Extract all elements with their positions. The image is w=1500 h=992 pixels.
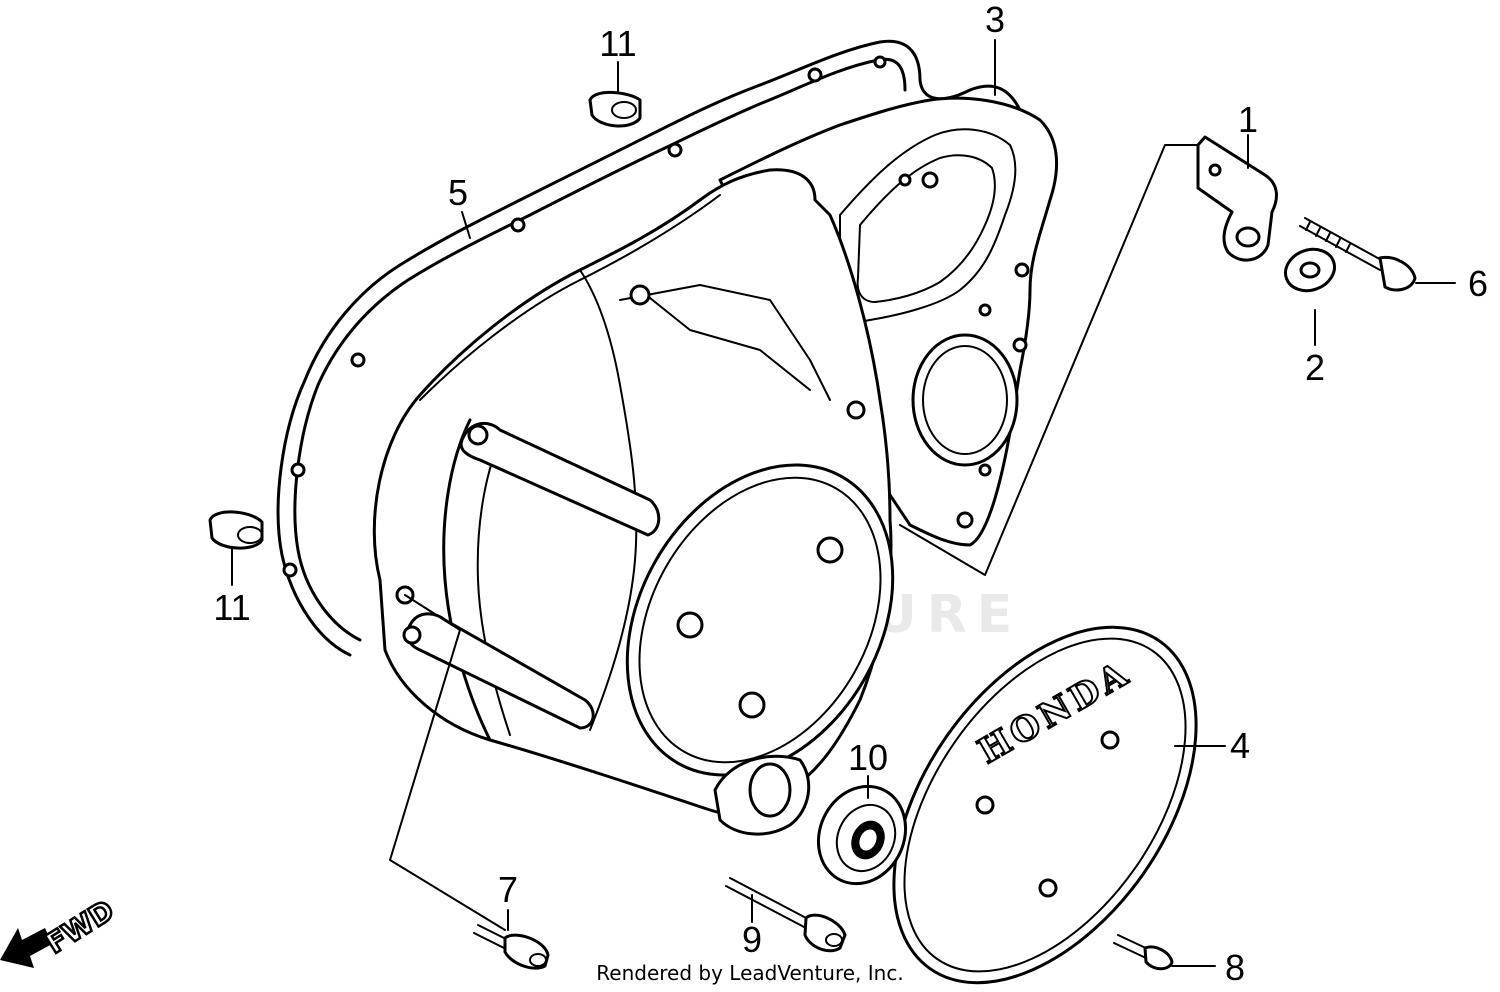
fwd-label: FWD [40, 894, 120, 961]
forward-arrow-icon [0, 928, 52, 968]
forward-direction-indicator: FWD [0, 892, 121, 968]
callout-10: 10 [848, 737, 888, 778]
callout-4: 4 [1230, 725, 1250, 766]
bolt-part-9 [725, 877, 847, 953]
callout-8: 8 [1225, 947, 1245, 988]
bracket-part-1 [1196, 135, 1278, 262]
oil-seal-part-10 [816, 784, 908, 886]
callout-6: 6 [1468, 263, 1488, 304]
callout-3: 3 [985, 0, 1005, 40]
dowel-pin-part-11-top [588, 91, 642, 128]
leader-lines [231, 39, 1456, 967]
dowel-pin-part-11-left [208, 510, 264, 550]
washer-part-2 [1284, 247, 1336, 293]
bolt-part-6 [1299, 217, 1417, 292]
bolt-part-8 [1113, 934, 1174, 971]
callout-5: 5 [448, 172, 468, 213]
crankcase-cover-body [372, 168, 895, 836]
callout-labels: 1 2 3 4 5 6 7 8 9 10 11 11 [213, 0, 1488, 988]
callout-7: 7 [498, 869, 518, 910]
callout-2: 2 [1305, 347, 1325, 388]
callout-11-top: 11 [599, 23, 636, 64]
bolt-part-7 [473, 924, 550, 970]
gasket-part-5 [276, 39, 1022, 657]
callout-11-left: 11 [213, 587, 250, 628]
callout-1: 1 [1238, 99, 1258, 140]
callout-9: 9 [742, 919, 762, 960]
footer-credit: Rendered by LeadVenture, Inc. [596, 961, 903, 985]
